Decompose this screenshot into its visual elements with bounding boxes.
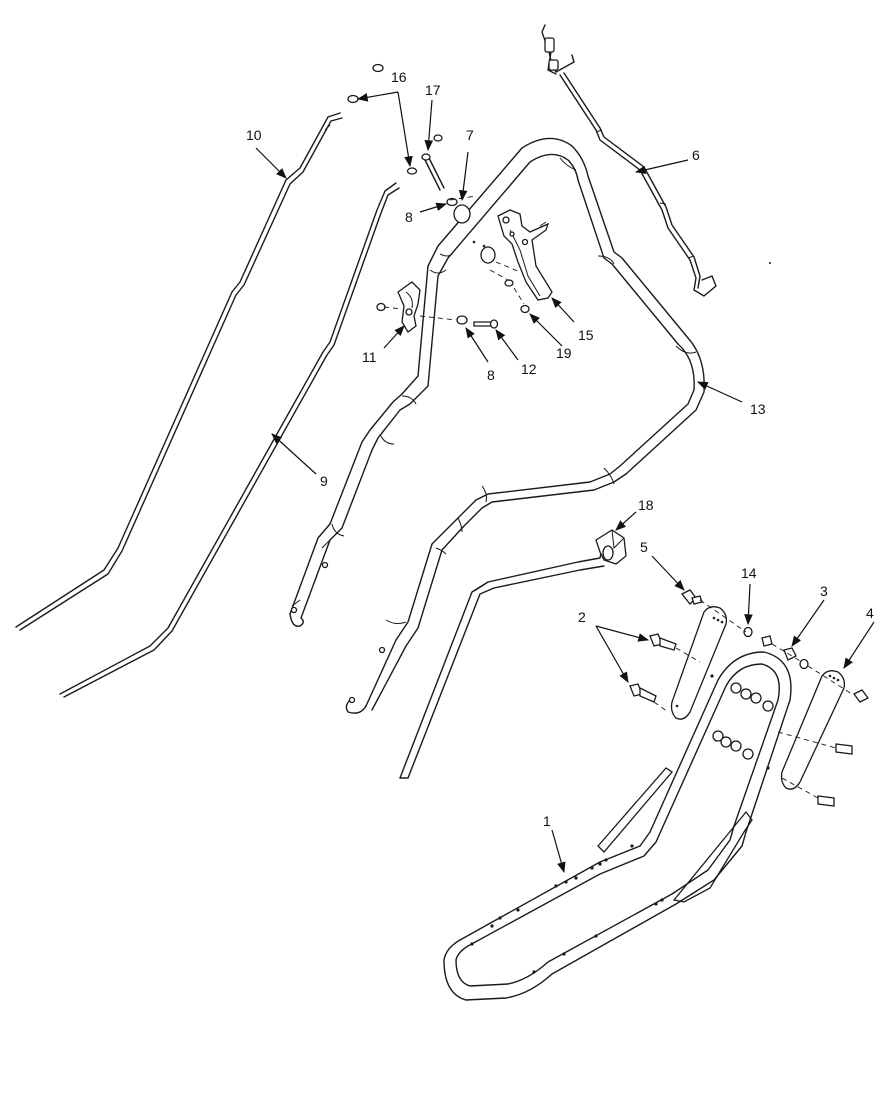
callout-8a: 8 [405,209,413,225]
callout-3: 3 [820,583,828,599]
callout-11: 11 [362,349,377,365]
callout-15: 15 [578,327,594,343]
callout-16: 16 [391,69,407,85]
hardware-cluster-upper [347,63,530,329]
mounting-bracket [497,209,553,301]
clamp-block [595,529,627,565]
callout-2: 2 [578,609,586,625]
callout-8b: 8 [487,367,495,383]
callout-7: 7 [466,127,474,143]
fasteners-lower [629,589,869,807]
callout-18: 18 [638,497,654,513]
leader-arrows [255,91,875,874]
callout-13: 13 [750,401,766,417]
latch-part [397,281,421,333]
callout-4: 4 [866,605,874,621]
callout-5: 5 [640,539,648,555]
side-plates [670,606,846,790]
callout-labels: 1 2 3 4 5 6 7 8 8 9 10 11 12 13 14 15 16… [246,69,874,829]
callout-6: 6 [692,147,700,163]
callout-1: 1 [543,813,551,829]
control-rod-long [59,182,400,698]
callout-14: 14 [741,565,757,581]
callout-12: 12 [521,361,537,377]
upper-handle-tube [289,137,705,714]
callout-10: 10 [246,127,262,143]
callout-9: 9 [320,473,328,489]
callout-17: 17 [425,82,441,98]
lower-handle-tube [399,547,605,779]
cable-assembly [541,24,717,297]
callout-19: 19 [556,345,572,361]
control-rod-left [15,112,343,631]
base-frame [443,651,792,1001]
